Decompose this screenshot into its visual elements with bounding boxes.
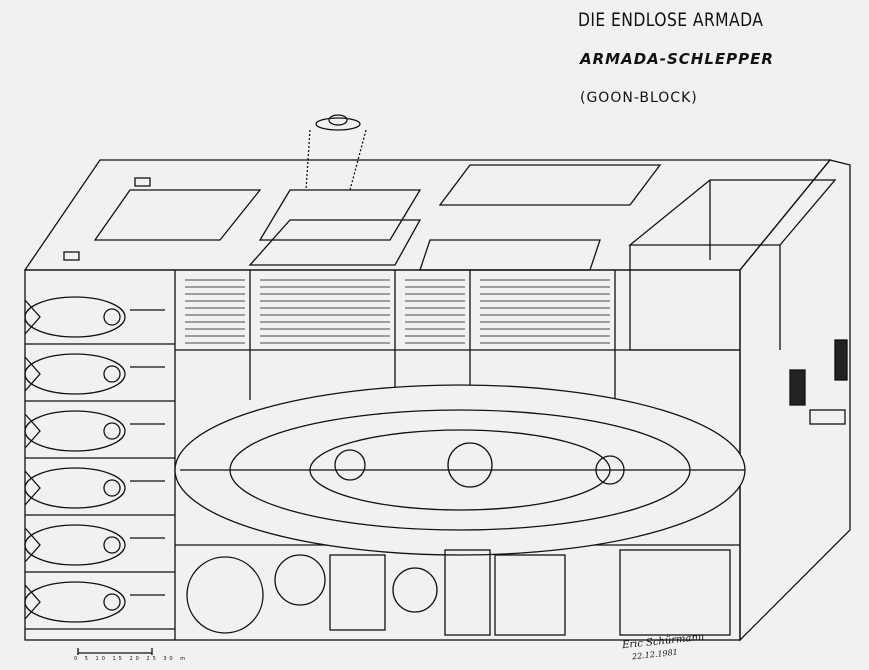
pod-engine	[103, 308, 121, 326]
armada-ship	[174, 384, 746, 556]
bay-dividers	[174, 270, 740, 640]
storage-shelves	[185, 279, 610, 344]
shuttle-icon	[305, 114, 367, 191]
pod-engine	[103, 479, 121, 497]
docked-pod	[24, 581, 175, 630]
docked-pod	[24, 467, 175, 516]
pod-nose	[24, 356, 41, 392]
docked-pod	[24, 296, 175, 345]
pod-nose	[24, 527, 41, 563]
pod-hull	[24, 467, 126, 509]
pod-nose	[24, 584, 41, 620]
drawing-title: DIE ENDLOSE ARMADA	[578, 9, 764, 31]
pod-nose	[24, 470, 41, 506]
pod-hull	[24, 581, 126, 623]
pod-hull	[24, 296, 126, 338]
top-hatches	[63, 164, 662, 271]
docked-pod	[24, 410, 175, 459]
pod-hull	[24, 410, 126, 452]
scale-bar	[77, 648, 153, 655]
pod-engine	[103, 536, 121, 554]
pod-nose	[24, 299, 41, 335]
lower-machinery	[186, 549, 731, 636]
block-top-face	[23, 159, 832, 271]
pod-engine	[103, 593, 121, 611]
pod-engine	[103, 365, 121, 383]
scale-bar-ticks: 0 5 10 15 20 25 30 m	[74, 656, 189, 662]
right-side-windows	[789, 339, 848, 425]
drawing-subtitle: ARMADA-SCHLEPPER	[580, 50, 774, 68]
docked-pod	[24, 524, 175, 573]
pod-engine	[103, 422, 121, 440]
open-scaffold	[628, 179, 837, 351]
pod-hull	[24, 353, 126, 395]
pod-nose	[24, 413, 41, 449]
drawing-caption: (GOON-BLOCK)	[580, 90, 698, 106]
pod-hull	[24, 524, 126, 566]
docked-pod	[24, 353, 175, 402]
docked-pods	[24, 296, 175, 630]
